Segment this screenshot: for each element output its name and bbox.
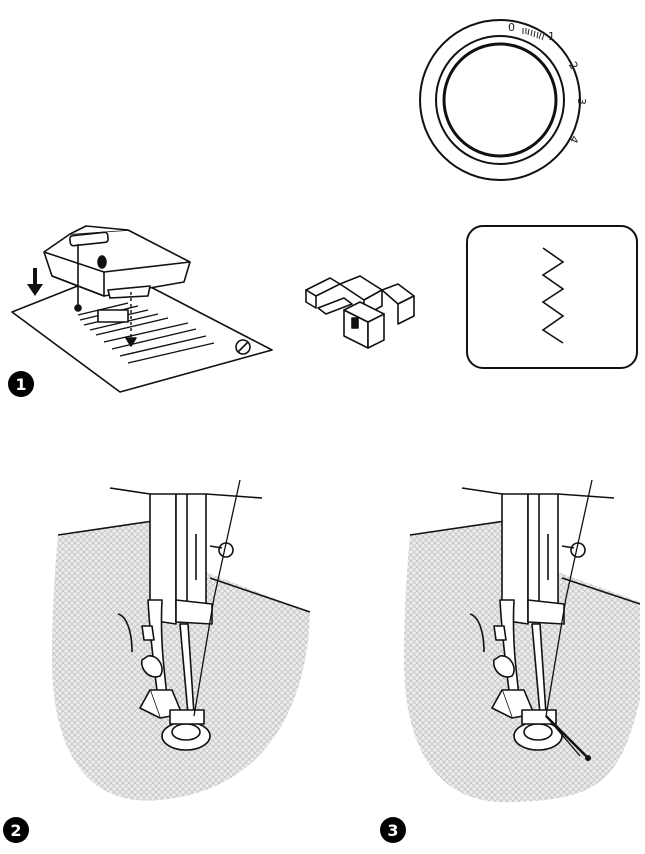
presser-foot-icon — [305, 275, 415, 349]
dial-scale-ticks — [522, 28, 545, 41]
dial-mark-4: 4 — [566, 133, 581, 145]
stitch-width-dial[interactable]: 0 1 2 3 4 — [419, 19, 588, 181]
zigzag-stitch-icon — [466, 225, 638, 369]
threader-tool — [545, 715, 587, 757]
down-arrow-icon — [27, 268, 43, 296]
dial-mark-1: 1 — [548, 30, 555, 43]
fabric-swatch — [404, 520, 640, 803]
needle-plate-illustration — [11, 225, 273, 393]
step-badge-3: 3 — [380, 817, 406, 843]
step-number-2: 2 — [10, 821, 21, 840]
step-number-3: 3 — [387, 821, 398, 840]
step-2-illustration — [52, 479, 311, 801]
step-badge-2: 2 — [3, 817, 29, 843]
step-3-illustration — [404, 479, 641, 803]
step-badge-1: 1 — [8, 371, 34, 397]
dial-mark-3: 3 — [575, 98, 588, 105]
step-number-1: 1 — [15, 375, 26, 394]
dial-mark-0: 0 — [508, 21, 515, 34]
